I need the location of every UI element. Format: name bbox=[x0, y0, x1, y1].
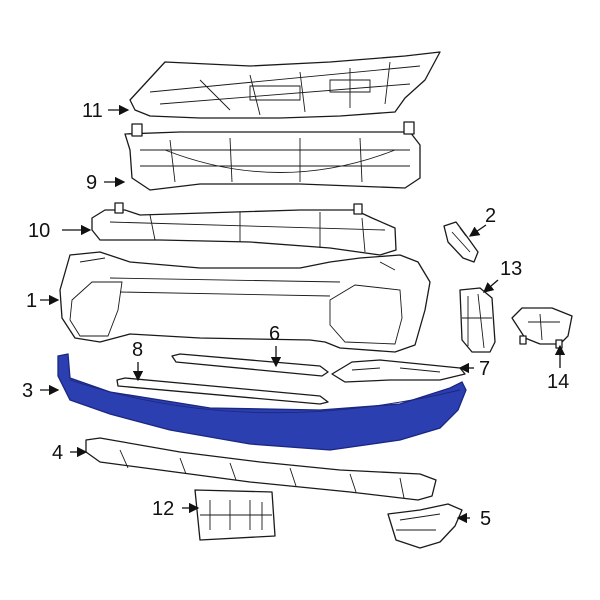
part-5-corner-trim[interactable] bbox=[387, 503, 463, 549]
part-11-upper-panel[interactable] bbox=[129, 51, 441, 119]
part-13-mounting-bracket[interactable] bbox=[459, 287, 496, 353]
callout-labels: 11 9 10 2 1 13 14 6 8 7 3 4 12 5 bbox=[22, 100, 569, 530]
callout-11: 11 bbox=[82, 100, 103, 122]
part-14-lower-bracket[interactable] bbox=[511, 307, 573, 349]
callout-2: 2 bbox=[485, 205, 496, 227]
callout-5: 5 bbox=[480, 508, 491, 530]
callout-9: 9 bbox=[86, 172, 97, 194]
part-4-lower-reinforcement[interactable] bbox=[85, 437, 437, 501]
callout-10: 10 bbox=[28, 220, 50, 242]
part-6-trim-strip[interactable] bbox=[171, 353, 329, 377]
part-7-side-trim[interactable] bbox=[331, 359, 466, 383]
callout-14: 14 bbox=[547, 371, 569, 393]
callout-3: 3 bbox=[22, 380, 33, 402]
part-1-bumper-fascia[interactable] bbox=[59, 251, 431, 353]
part-3-lower-valance[interactable] bbox=[57, 353, 467, 451]
part-12-license-bracket[interactable] bbox=[194, 489, 276, 541]
callout-7: 7 bbox=[479, 358, 490, 380]
callout-6: 6 bbox=[269, 323, 280, 345]
callout-12: 12 bbox=[152, 498, 174, 520]
callout-4: 4 bbox=[52, 442, 63, 464]
part-10-support-bracket[interactable] bbox=[91, 202, 397, 256]
callout-8: 8 bbox=[132, 339, 143, 361]
part-2-side-bracket[interactable] bbox=[443, 221, 479, 263]
part-8-trim-strip[interactable] bbox=[116, 377, 329, 405]
leader-lines bbox=[40, 104, 566, 524]
callout-1: 1 bbox=[26, 290, 37, 312]
part-9-reinforcement-beam[interactable] bbox=[124, 121, 421, 191]
callout-13: 13 bbox=[500, 258, 522, 280]
